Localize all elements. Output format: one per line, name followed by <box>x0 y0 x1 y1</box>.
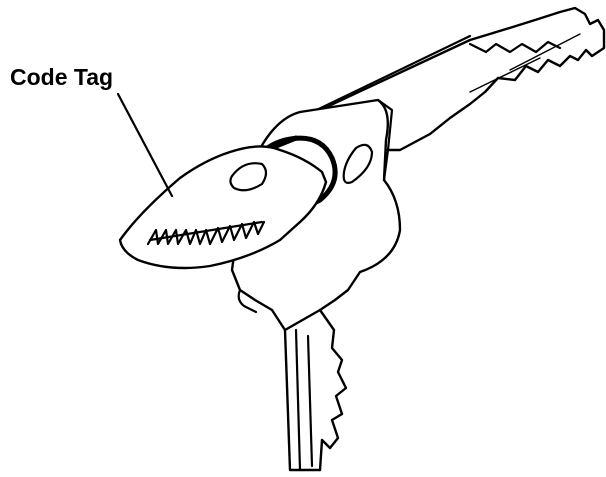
callout-leader-line <box>118 94 172 196</box>
code-tag-label: Code Tag <box>10 66 113 89</box>
